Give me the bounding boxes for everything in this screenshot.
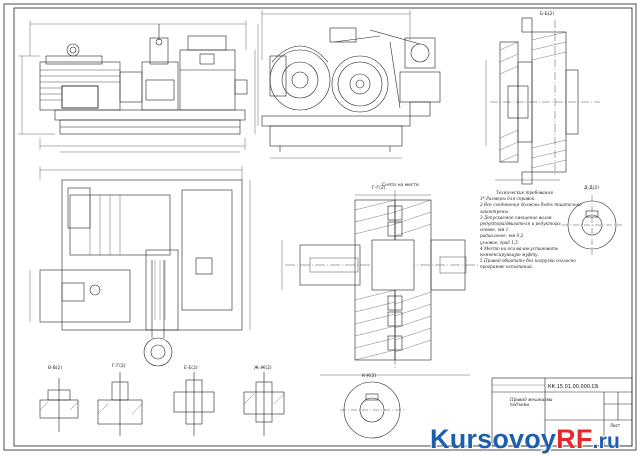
view-label-upper-center: Снято на месте: [382, 183, 419, 188]
sheet-border: [3, 3, 637, 451]
section-coupling: [281, 190, 478, 376]
technical-requirements: Технические требования 1* Размеры для сп…: [480, 190, 582, 271]
notes-line: 2 Все соединения должны быть тщательно: [480, 202, 582, 208]
watermark-part3: .ru: [592, 430, 620, 453]
notes-title: Технические требования: [496, 190, 553, 195]
watermark-part2: RF: [556, 424, 593, 454]
title-block: [491, 377, 633, 447]
view-label-small-1: В-В(2): [48, 366, 63, 371]
plan-view-drive: [29, 166, 251, 367]
watermark-part1: Kursovoy: [430, 424, 557, 454]
view-label-coupling-section: Г-Г(2): [372, 186, 386, 191]
front-view-drive: [18, 20, 256, 153]
view-label-small-2: Г-Г(2): [112, 364, 126, 369]
title-block-name-line1: Привод механизма: [510, 397, 553, 402]
view-label-small-3: Е-Е(2): [184, 366, 198, 371]
notes-line: программе испытаний.: [480, 264, 534, 270]
site-watermark: KursovoyRF.ru: [430, 424, 620, 455]
view-label-d-d: Д-Д(2): [584, 186, 600, 191]
notes-line: законтрены.: [480, 208, 510, 214]
section-small-2: [97, 372, 143, 436]
view-label-small-4: Ж-Ж(2): [254, 366, 272, 371]
notes-line: компенсирующую муфту.: [480, 252, 539, 258]
title-block-sheet: Лист: [610, 423, 621, 428]
notes-line: осевое, мм 1: [480, 227, 509, 233]
section-small-5: [340, 381, 404, 439]
title-block-name-line2: подъема: [510, 402, 530, 407]
drawing-frame: [13, 7, 633, 447]
notes-line: 5 Привод обкатать без нагрузки согласно: [480, 258, 576, 264]
notes-line: 3 Допускаемое смещение валов: [480, 214, 552, 220]
notes-line: угловое, град 1,5: [480, 239, 518, 245]
section-small-4: [243, 372, 285, 436]
section-small-1: [39, 378, 79, 432]
notes-line: радиальное, мм 0,2: [480, 233, 524, 239]
notes-line: 4 Место на оси валов установить: [480, 245, 559, 251]
title-block-name: Привод механизма подъема: [510, 397, 553, 407]
section-b-b: [485, 17, 600, 185]
section-d-d: [562, 195, 622, 255]
view-label-b-b: Б-Б(2): [540, 12, 555, 17]
title-block-code: КК.15.01.00.000.СБ: [548, 384, 599, 390]
side-view-drive: [257, 10, 441, 159]
view-label-small-5: К-К(2): [362, 374, 377, 379]
section-small-3: [173, 372, 215, 436]
notes-line: редуктора/двигателя и редуктора:: [480, 221, 562, 227]
notes-line: 1* Размеры для справок.: [480, 196, 536, 202]
